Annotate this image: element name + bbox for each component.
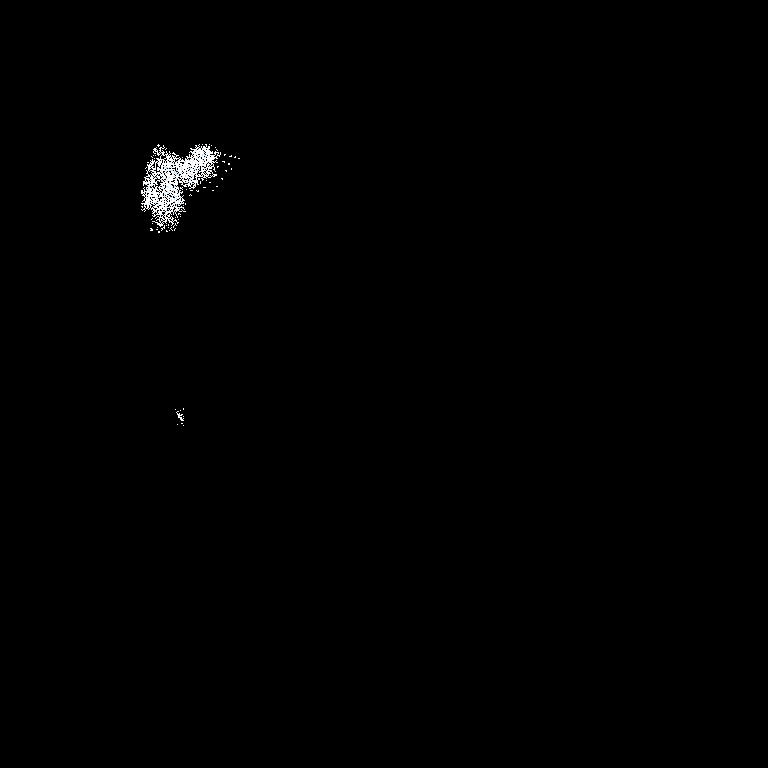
segmentation-mask-render [0,0,768,768]
mask-image-canvas: Binary segmentation mask Sparse white sp… [0,0,768,768]
